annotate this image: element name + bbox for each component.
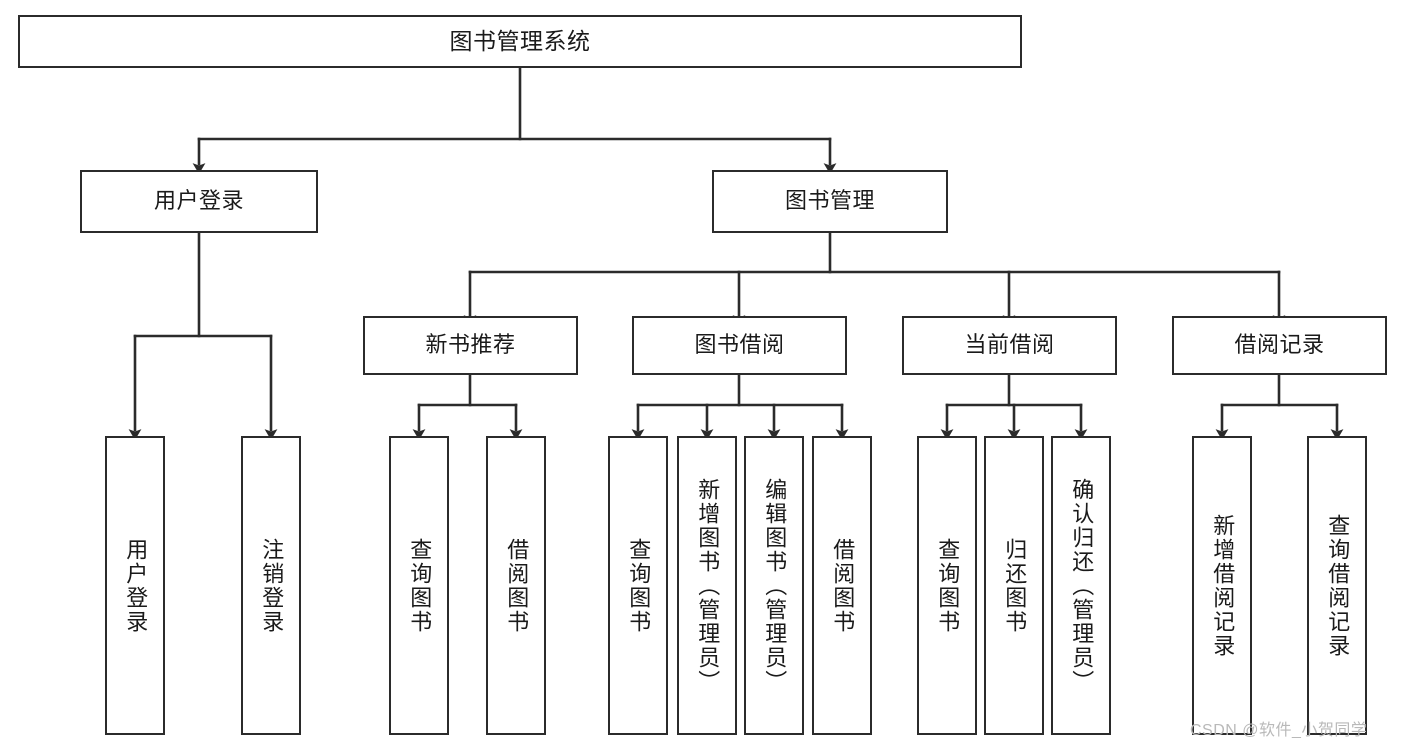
node-borrow-record[interactable]: 借阅记录 xyxy=(1172,316,1387,375)
node-label: 编辑图书（管理员） xyxy=(762,477,788,694)
leaf-current-return-book[interactable]: 归还图书 xyxy=(984,436,1044,735)
node-label: 借阅图书 xyxy=(504,537,530,634)
node-label: 查询图书 xyxy=(626,537,652,634)
leaf-borrow-borrow-book[interactable]: 借阅图书 xyxy=(812,436,872,735)
node-label: 用户登录 xyxy=(123,537,149,634)
node-label: 当前借阅 xyxy=(964,332,1055,358)
node-label: 查询借阅记录 xyxy=(1325,513,1351,658)
leaf-new-book-query-book[interactable]: 查询图书 xyxy=(389,436,449,735)
node-label: 图书管理 xyxy=(784,188,875,214)
leaf-borrow-add-book-admin[interactable]: 新增图书（管理员） xyxy=(677,436,737,735)
node-label: 新增借阅记录 xyxy=(1210,513,1236,658)
leaf-record-query-borrow-record[interactable]: 查询借阅记录 xyxy=(1307,436,1367,735)
node-root-book-management-system[interactable]: 图书管理系统 xyxy=(18,15,1022,68)
node-book-borrow[interactable]: 图书借阅 xyxy=(632,316,847,375)
leaf-current-query-book[interactable]: 查询图书 xyxy=(917,436,977,735)
leaf-new-book-borrow-book[interactable]: 借阅图书 xyxy=(486,436,546,735)
node-label: 用户登录 xyxy=(153,188,244,214)
node-user-login[interactable]: 用户登录 xyxy=(80,170,318,233)
node-new-book-recommend[interactable]: 新书推荐 xyxy=(363,316,578,375)
node-label: 新书推荐 xyxy=(425,332,516,358)
node-label: 图书借阅 xyxy=(694,332,785,358)
csdn-watermark: CSDN @软件_小贺同学 xyxy=(1190,722,1368,739)
node-label: 借阅图书 xyxy=(830,537,856,634)
leaf-borrow-edit-book-admin[interactable]: 编辑图书（管理员） xyxy=(744,436,804,735)
node-current-borrow[interactable]: 当前借阅 xyxy=(902,316,1117,375)
node-label: 查询图书 xyxy=(407,537,433,634)
node-book-management[interactable]: 图书管理 xyxy=(712,170,948,233)
node-label: 新增图书（管理员） xyxy=(695,477,721,694)
node-label: 归还图书 xyxy=(1002,537,1028,634)
node-label: 注销登录 xyxy=(259,537,285,634)
leaf-current-confirm-return-admin[interactable]: 确认归还（管理员） xyxy=(1051,436,1111,735)
leaf-user-login-logout[interactable]: 注销登录 xyxy=(241,436,301,735)
leaf-user-login-login[interactable]: 用户登录 xyxy=(105,436,165,735)
node-label: 查询图书 xyxy=(935,537,961,634)
leaf-record-add-borrow-record[interactable]: 新增借阅记录 xyxy=(1192,436,1252,735)
leaf-borrow-query-book[interactable]: 查询图书 xyxy=(608,436,668,735)
node-label: 借阅记录 xyxy=(1234,332,1325,358)
node-label: 图书管理系统 xyxy=(449,27,591,54)
node-label: 确认归还（管理员） xyxy=(1069,477,1095,694)
